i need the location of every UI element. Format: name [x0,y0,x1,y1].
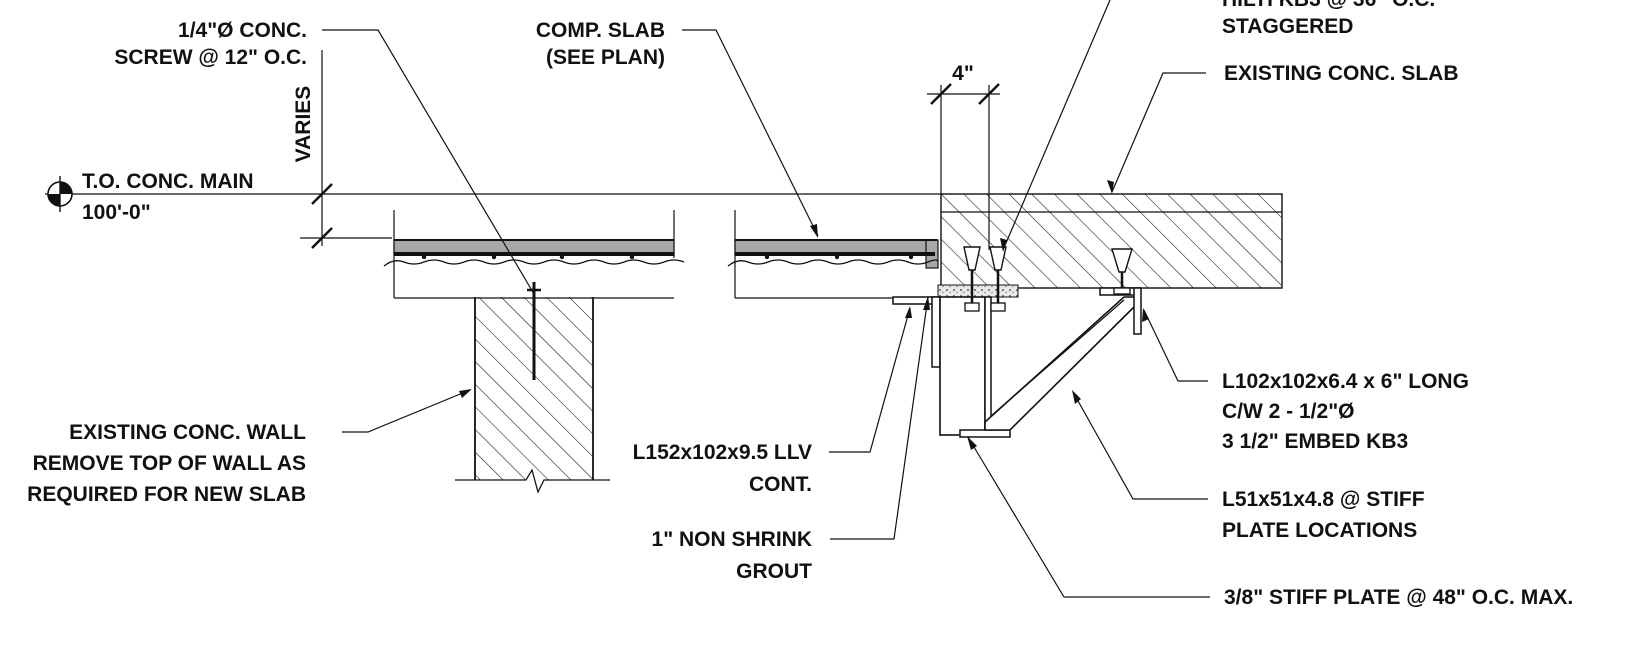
label-stiff-plate: 3/8" STIFF PLATE @ 48" O.C. MAX. [1224,586,1573,609]
label-l51-1: L51x51x4.8 @ STIFF [1222,488,1425,511]
label-comp-slab-2: (SEE PLAN) [546,46,665,69]
label-comp-slab-1: COMP. SLAB [536,19,665,42]
label-l51-2: PLATE LOCATIONS [1222,519,1417,542]
existing-slab [940,150,1283,289]
elevation-marker-icon [47,176,73,212]
label-wall-2: REMOVE TOP OF WALL AS [33,452,306,475]
composite-slab [383,210,939,299]
label-angle-2: CONT. [749,473,812,496]
label-l102-3: 3 1/2" EMBED KB3 [1222,430,1408,453]
label-varies: VARIES [292,86,315,163]
label-kb3-top-1: HILTI KB3 @ 36" O.C. [1222,0,1435,11]
elevation-lines [45,50,941,249]
concrete-screw [527,282,541,380]
leader-lines [322,0,1210,598]
label-angle-1: L152x102x9.5 LLV [633,441,812,464]
label-kb3-top-2: STAGGERED [1222,15,1353,38]
label-dim-4: 4" [952,62,974,85]
label-l102-1: L102x102x6.4 x 6" LONG [1222,370,1469,393]
label-wall-3: REQUIRED FOR NEW SLAB [27,483,306,506]
label-grout-1: 1" NON SHRINK [652,528,812,551]
dim-4-inch [927,83,1000,250]
leader-arrows [459,180,1149,450]
label-screw-1: 1/4"Ø CONC. [178,19,307,42]
label-l102-2: C/W 2 - 1/2"Ø [1222,400,1354,423]
label-grout-2: GROUT [736,560,812,583]
label-elevation: 100'-0" [82,201,151,224]
label-wall-1: EXISTING CONC. WALL [69,421,306,444]
anchor-bolts [963,246,1133,312]
label-existing-slab: EXISTING CONC. SLAB [1224,62,1459,85]
steel-assembly [892,287,1142,438]
label-to-conc: T.O. CONC. MAIN [82,170,254,193]
label-screw-2: SCREW @ 12" O.C. [114,46,307,69]
